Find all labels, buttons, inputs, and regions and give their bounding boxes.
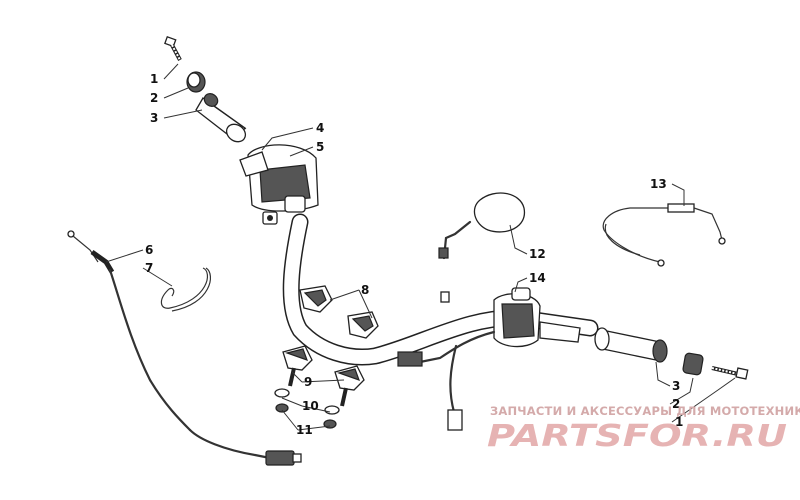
control-cable-13 — [602, 203, 726, 267]
callout-4: 4 — [316, 121, 324, 135]
watermark-subtitle: ЗАПЧАСТИ И АКСЕССУАРЫ ДЛЯ МОТОТЕХНИКИ — [490, 404, 800, 418]
callout-2-bottom: 2 — [672, 397, 680, 411]
left-grip — [195, 93, 247, 143]
callout-13: 13 — [650, 177, 667, 191]
callout-labels: 1 2 3 4 5 6 7 8 9 10 11 12 13 14 3 2 1 — [145, 72, 683, 437]
left-grip-assembly — [164, 35, 247, 143]
callout-8: 8 — [361, 283, 369, 297]
watermark-logo-text: PARTSFOR.RU — [487, 419, 787, 454]
left-end-bolt — [164, 35, 182, 61]
callout-10: 10 — [302, 399, 319, 413]
left-bar-end-weight — [186, 71, 206, 93]
callout-5: 5 — [316, 140, 324, 154]
right-switch-housing — [493, 287, 541, 348]
callout-3-top: 3 — [150, 111, 158, 125]
callout-11: 11 — [296, 423, 313, 437]
callout-1-bottom: 1 — [675, 415, 683, 429]
cable-clip — [160, 267, 212, 312]
throttle-cable — [67, 230, 302, 466]
lower-clamps — [274, 345, 365, 429]
callout-3-bottom: 3 — [672, 379, 680, 393]
callout-1-top: 1 — [150, 72, 158, 86]
left-switch-housing — [239, 144, 319, 225]
callout-9: 9 — [304, 375, 312, 389]
callout-2-top: 2 — [150, 91, 158, 105]
watermark-logo: PARTSFOR.RU — [487, 419, 787, 454]
mirror — [438, 192, 525, 303]
leader-lines — [105, 63, 736, 431]
upper-clamps — [299, 285, 379, 339]
handlebar — [282, 213, 599, 366]
callout-12: 12 — [529, 247, 546, 261]
callout-6: 6 — [145, 243, 153, 257]
right-grip-assembly — [539, 321, 749, 380]
wiring-harness — [397, 330, 496, 431]
callout-14: 14 — [529, 271, 546, 285]
callout-7: 7 — [145, 261, 153, 275]
